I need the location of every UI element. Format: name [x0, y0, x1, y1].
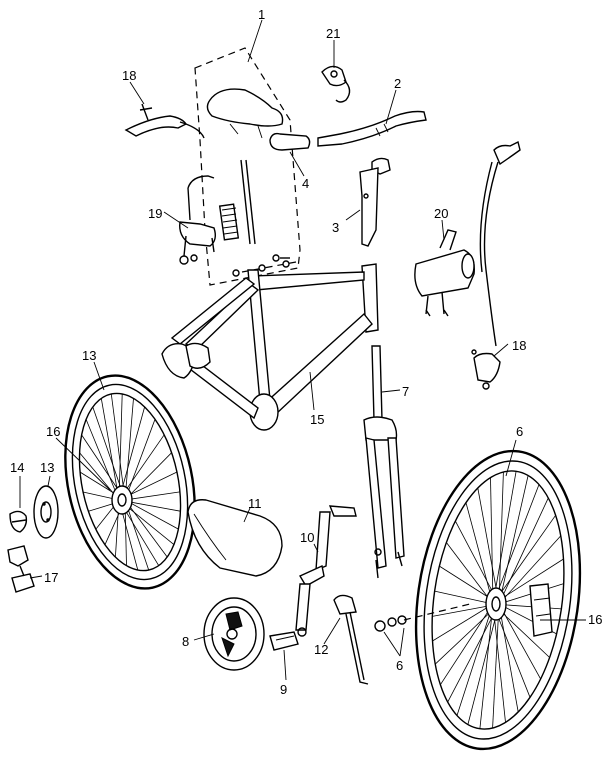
rear-wheel — [64, 374, 196, 590]
hub-parts — [7, 485, 59, 593]
spoke — [479, 603, 494, 729]
callout-12: 12 — [314, 642, 328, 657]
spoke — [498, 471, 504, 605]
callout-13-hub: 13 — [40, 460, 54, 475]
wheel-reflector — [529, 583, 553, 637]
callout-8: 8 — [182, 634, 189, 649]
spoke — [492, 515, 556, 605]
callout-13-wheel: 13 — [82, 348, 96, 363]
spoke — [124, 419, 156, 501]
spoke — [124, 499, 179, 530]
callout-3: 3 — [332, 220, 339, 235]
callout-6-wheel: 6 — [516, 424, 523, 439]
shifter — [321, 65, 351, 103]
spoke — [492, 603, 500, 729]
spoke — [467, 603, 500, 725]
headlight — [414, 229, 475, 317]
callout-1: 1 — [258, 7, 265, 22]
spoke — [85, 419, 120, 501]
fork — [363, 345, 405, 579]
callout-15: 15 — [310, 412, 324, 427]
spoke — [477, 487, 500, 605]
brake-lever-left — [124, 103, 205, 139]
spoke — [118, 393, 123, 501]
seat-post — [245, 159, 256, 245]
callout-6-nuts: 6 — [396, 658, 403, 673]
kickstand — [333, 594, 369, 685]
spoke — [492, 484, 540, 605]
frame — [161, 254, 379, 431]
crank — [295, 505, 357, 637]
callout-18-left: 18 — [122, 68, 136, 83]
callout-labels: 1 2 3 4 21 18 19 20 18 7 15 13 16 14 13 … — [10, 7, 602, 697]
callout-9: 9 — [280, 682, 287, 697]
callout-18-right: 18 — [512, 338, 526, 353]
spoke — [498, 535, 561, 605]
callout-21: 21 — [326, 26, 340, 41]
axle-nuts — [374, 603, 471, 632]
spoke — [124, 499, 150, 571]
brake-lever-right — [471, 140, 521, 390]
spoke — [100, 398, 120, 501]
spoke — [434, 590, 494, 605]
spoke — [490, 477, 494, 605]
callout-19: 19 — [148, 206, 162, 221]
seat-assembly-group — [194, 47, 301, 286]
spoke — [498, 475, 529, 605]
spoke — [124, 452, 172, 501]
spoke — [465, 502, 494, 605]
spoke — [492, 471, 517, 605]
callout-4: 4 — [302, 176, 309, 191]
callout-11: 11 — [248, 496, 262, 511]
callout-10: 10 — [300, 530, 314, 545]
spoke — [110, 393, 126, 501]
callout-2: 2 — [394, 76, 401, 91]
spoke — [124, 491, 180, 501]
spoke — [447, 603, 500, 703]
front-wheel — [414, 449, 582, 751]
spoke — [124, 398, 134, 501]
spoke — [79, 452, 120, 501]
spoke — [124, 499, 168, 558]
spoke — [498, 603, 519, 713]
pedal — [269, 631, 299, 651]
spoke — [432, 603, 494, 642]
saddle — [206, 88, 284, 127]
spoke — [118, 406, 145, 501]
callout-17: 17 — [44, 570, 58, 585]
spoke — [440, 603, 494, 685]
spoke — [456, 603, 494, 716]
leader-lines — [19, 19, 586, 681]
callout-16-right: 16 — [588, 612, 602, 627]
grip — [269, 132, 311, 151]
caliper-brake — [179, 175, 217, 265]
callout-20: 20 — [434, 206, 448, 221]
seat-clamp — [218, 203, 240, 241]
spoke — [498, 497, 549, 605]
front-spokes — [432, 471, 564, 729]
callout-7: 7 — [402, 384, 409, 399]
spoke — [446, 542, 494, 605]
spoke — [492, 603, 506, 723]
callout-14: 14 — [10, 460, 24, 475]
chain-guard — [187, 499, 283, 577]
handlebar — [269, 110, 427, 151]
handlebar-stem — [359, 157, 391, 247]
chainring — [203, 597, 265, 671]
spoke — [498, 603, 541, 680]
callout-16-left: 16 — [46, 424, 60, 439]
